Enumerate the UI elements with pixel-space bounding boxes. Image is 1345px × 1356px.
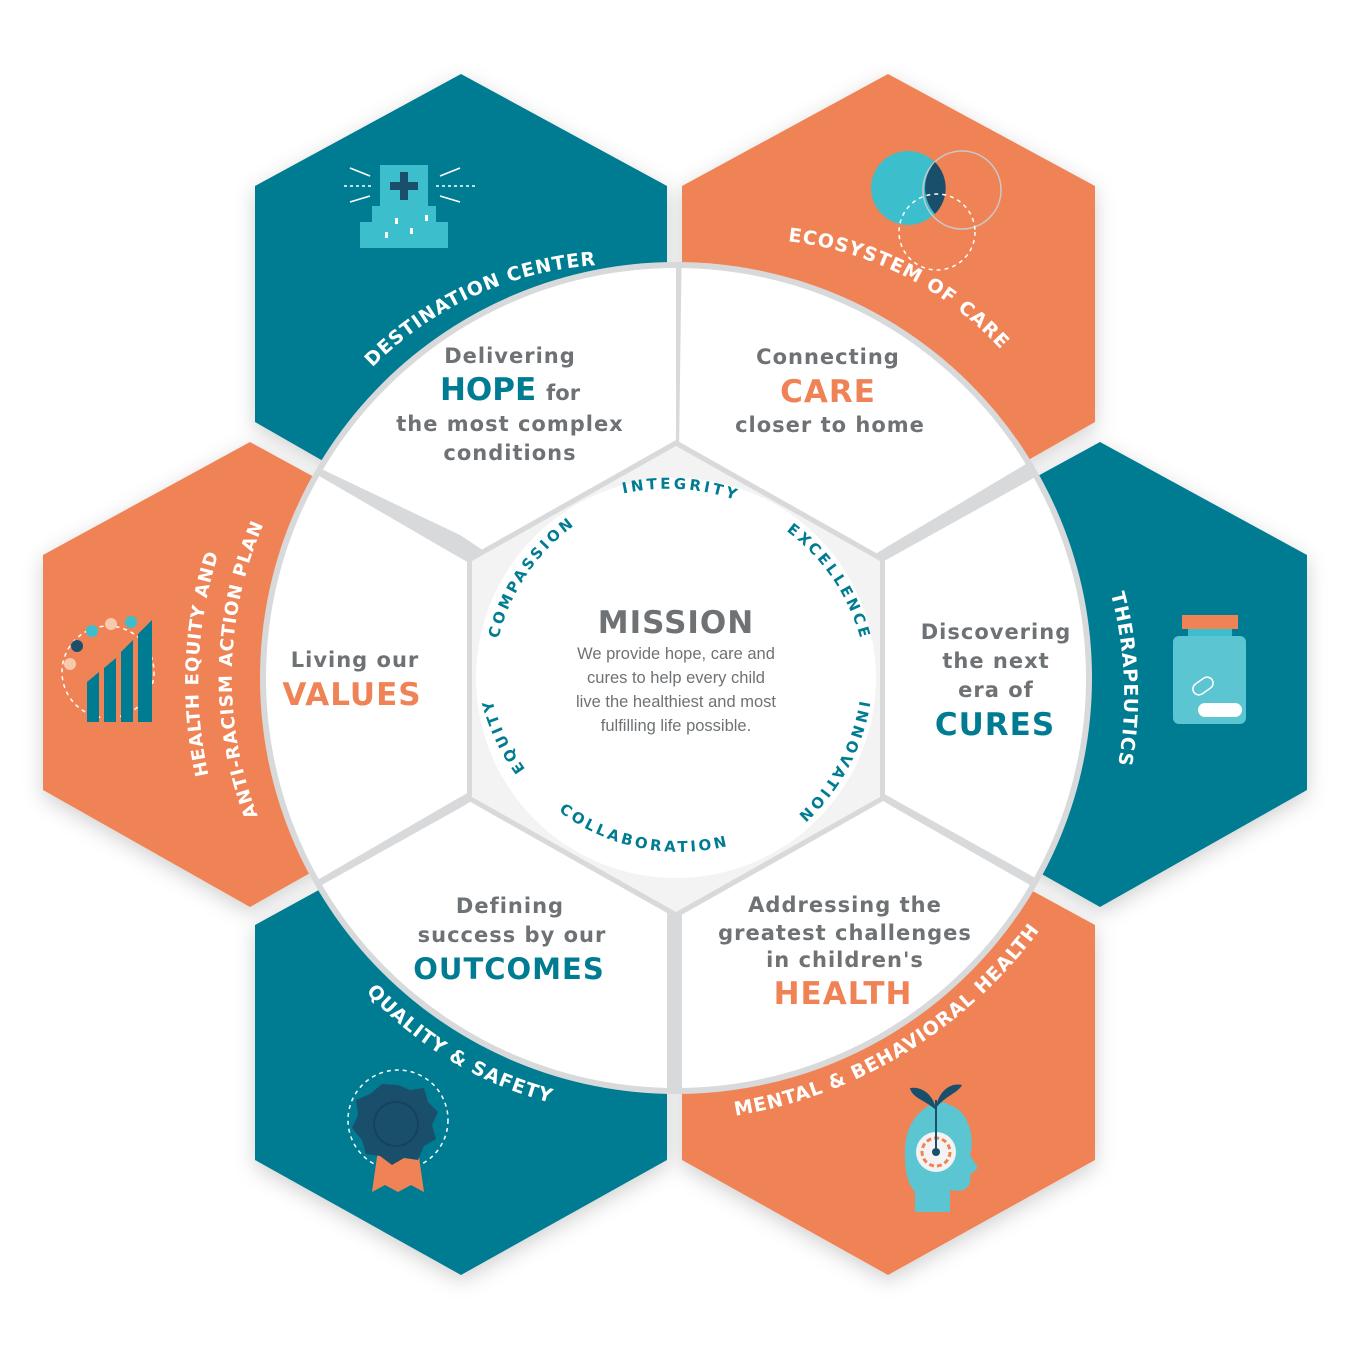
svg-text:the most complex: the most complex — [396, 412, 623, 436]
svg-text:Connecting: Connecting — [756, 345, 900, 369]
svg-text:Defining: Defining — [456, 894, 564, 918]
svg-text:era of: era of — [958, 678, 1034, 702]
svg-text:success by our: success by our — [418, 923, 607, 947]
wheel-segment-values — [266, 430, 676, 925]
segment-values-text: Living our VALUES — [282, 648, 421, 713]
svg-text:Addressing the: Addressing the — [748, 893, 942, 917]
keyword-values: VALUES — [282, 677, 421, 713]
svg-text:greatest challenges: greatest challenges — [718, 921, 972, 945]
svg-text:conditions: conditions — [443, 441, 576, 465]
mission-line-4: fulfilling life possible. — [601, 717, 751, 735]
keyword-care: CARE — [780, 374, 876, 410]
svg-text:closer to home: closer to home — [735, 413, 925, 437]
mission-line-3: live the healthiest and most — [576, 693, 776, 711]
mission-line-1: We provide hope, care and — [577, 645, 775, 663]
svg-text:the next: the next — [942, 649, 1049, 673]
svg-text:Delivering: Delivering — [444, 344, 576, 368]
svg-text:in children's: in children's — [766, 948, 924, 972]
svg-text:Discovering: Discovering — [921, 620, 1071, 644]
segment-outcomes-text: Defining success by our OUTCOMES — [413, 894, 607, 986]
keyword-outcomes: OUTCOMES — [413, 952, 604, 986]
mission-title: MISSION — [598, 605, 754, 641]
wheel-segment-cures — [676, 430, 1086, 925]
head-sprout-icon — [905, 1084, 978, 1212]
segment-cures-text: Discovering the next era of CURES — [921, 620, 1071, 743]
keyword-cures: CURES — [935, 707, 1055, 743]
venn-diagram-icon — [871, 150, 1002, 271]
segment-care-text: Connecting CARE closer to home — [735, 345, 925, 437]
mission-line-2: cures to help every child — [587, 669, 765, 687]
medicine-jar-icon — [1173, 615, 1246, 724]
segment-health-text: Addressing the greatest challenges in ch… — [718, 893, 972, 1012]
hospital-icon — [344, 165, 476, 248]
bar-chart-icon — [61, 616, 155, 722]
keyword-health: HEALTH — [774, 976, 913, 1012]
award-ribbon-icon — [347, 1069, 449, 1192]
svg-text:Living our: Living our — [291, 648, 420, 672]
